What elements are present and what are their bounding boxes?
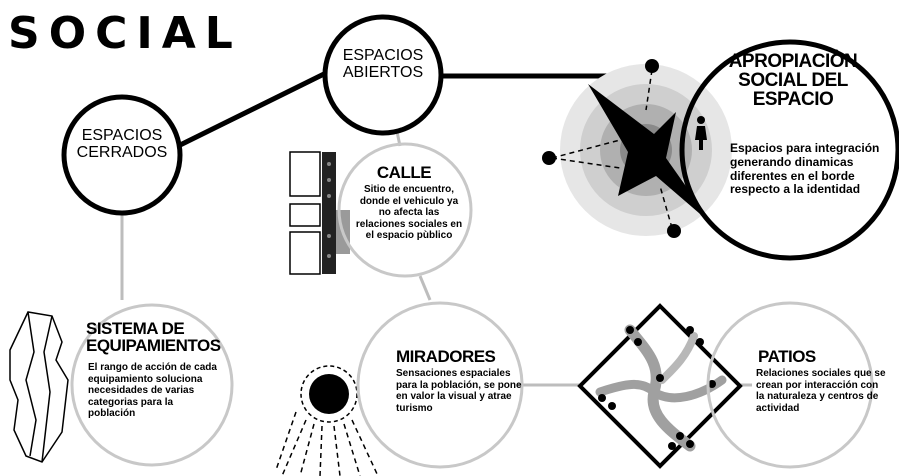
- calle-desc: Sitio de encuentro, donde el vehiculo ya…: [355, 184, 463, 241]
- sistema-building-line-1: [25, 311, 37, 457]
- patio-dot-4: [696, 338, 704, 346]
- patio-dot-1: [626, 326, 634, 334]
- calle-dot-1: [327, 162, 331, 166]
- apropiacion-dot-bottom: [667, 224, 681, 238]
- node-espacios-abiertos: ESPACIOS ABIERTOS: [342, 47, 424, 81]
- patio-dot-3: [686, 326, 694, 334]
- apropiacion-desc: Espacios para integración generando dina…: [730, 141, 880, 197]
- miradores-graphic: [275, 301, 524, 476]
- apropiacion-dot-left: [542, 151, 556, 165]
- sistema-desc: El rango de acción de cada equipamiento …: [88, 362, 217, 419]
- apropiacion-dash-left-a: [551, 139, 621, 159]
- miradores-title: MIRADORES: [396, 347, 496, 366]
- sistema-building-line-2: [41, 315, 53, 463]
- node-espacios-cerrados: ESPACIOS CERRADOS: [76, 127, 168, 161]
- mirador-view-cone: [275, 411, 379, 476]
- sistema-building-shape: [9, 311, 69, 463]
- patios-circle: [706, 301, 874, 469]
- espacios-abiertos-circle: [322, 14, 444, 136]
- patios-title: PATIOS: [758, 347, 816, 366]
- patios-desc: Relaciones sociales que se crean por int…: [756, 368, 886, 414]
- patio-dot-8: [708, 380, 716, 388]
- calle-graphic: [289, 142, 473, 278]
- calle-dot-5: [327, 254, 331, 258]
- calle-building-1: [289, 151, 321, 197]
- person-icon-head: [697, 116, 705, 124]
- sistema-graphic: [9, 303, 234, 467]
- person-icon-body: [695, 126, 707, 150]
- sistema-circle: [70, 303, 234, 467]
- patio-dot-6: [608, 402, 616, 410]
- apropiacion-title: APROPIACIÒN SOCIAL DEL ESPACIO: [728, 51, 858, 110]
- calle-title: CALLE: [376, 163, 432, 182]
- calle-street-strip: [322, 152, 336, 274]
- calle-dot-2: [327, 178, 331, 182]
- page-title: SOCIAL: [8, 8, 242, 59]
- patios-graphic: [577, 301, 874, 469]
- patio-dot-11: [668, 442, 676, 450]
- apropiacion-circle: [679, 39, 899, 261]
- miradores-desc: Sensaciones espaciales para la población…: [396, 368, 522, 414]
- patio-dot-2: [634, 338, 642, 346]
- patios-vegetation-3: [658, 332, 698, 384]
- apropiacion-dash-bottom: [659, 185, 673, 229]
- connector-calle-miradores: [418, 275, 432, 301]
- calle-building-3: [289, 231, 321, 275]
- calle-dot-4: [327, 234, 331, 238]
- patios-vegetation-2: [595, 375, 727, 403]
- calle-building-2: [289, 203, 321, 227]
- mirador-dot: [309, 374, 349, 414]
- patio-dot-5: [598, 394, 606, 402]
- calle-circle: [337, 142, 473, 278]
- miradores-circle: [356, 301, 524, 469]
- patio-dot-10: [686, 440, 694, 448]
- patio-dot-9: [676, 432, 684, 440]
- apropiacion-graphic: [542, 39, 899, 261]
- apropiacion-dot-top: [645, 59, 659, 73]
- connector-cerrados-abiertos: [168, 69, 330, 153]
- apropiacion-dash-left-b: [551, 157, 621, 169]
- patio-dot-7: [656, 374, 664, 382]
- espacios-cerrados-circle: [61, 94, 183, 216]
- calle-dot-3: [327, 194, 331, 198]
- sistema-title: SISTEMA DE EQUIPAMIENTOS: [86, 319, 221, 355]
- apropiacion-dash-top: [645, 69, 653, 111]
- apropiacion-star-shape: [588, 84, 714, 226]
